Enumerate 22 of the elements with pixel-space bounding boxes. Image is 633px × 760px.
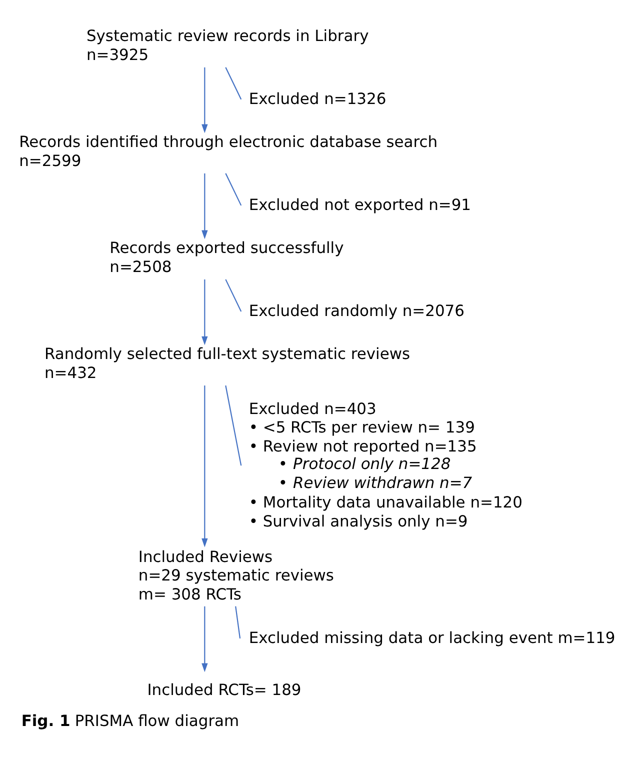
connector (225, 66, 242, 100)
node-text: Excluded not exported n=91 (248, 196, 472, 214)
node-text: Included Reviews n=29 systematic reviews m= 308 RCTs (138, 547, 334, 603)
node-text: Excluded missing data or lacking event m=119 (248, 628, 616, 647)
connector (225, 172, 242, 206)
connector (235, 606, 241, 638)
node-text: Records exported successfully n=2508 (110, 238, 344, 276)
node-text: Excluded n=1326 (248, 90, 386, 108)
arrow (202, 66, 208, 133)
arrow (202, 172, 208, 239)
node-text: Excluded randomly n=2076 (248, 302, 464, 320)
caption: Fig. 1 PRISMA flow diagram (21, 711, 240, 730)
arrow (202, 278, 208, 345)
node-text: Records identified through electronic database search n=2599 (19, 132, 438, 170)
node-text: Systematic review records in Library n=3925 (86, 26, 369, 64)
connector (225, 384, 242, 466)
arrow (202, 384, 208, 547)
node-text: Included RCTs= 189 (147, 680, 302, 698)
arrow (202, 606, 208, 672)
node-text: Randomly selected full-text systematic reviews n=432 (44, 344, 410, 382)
node-text: Excluded n=403 • <5 RCTs per review n= 139 • Review not reported n=135 • Protocol only n=128 • Review withdrawn n=7 • Mortality data unavailable n=120 • Survival analysis only n=9 (248, 399, 522, 530)
connector (225, 278, 242, 312)
